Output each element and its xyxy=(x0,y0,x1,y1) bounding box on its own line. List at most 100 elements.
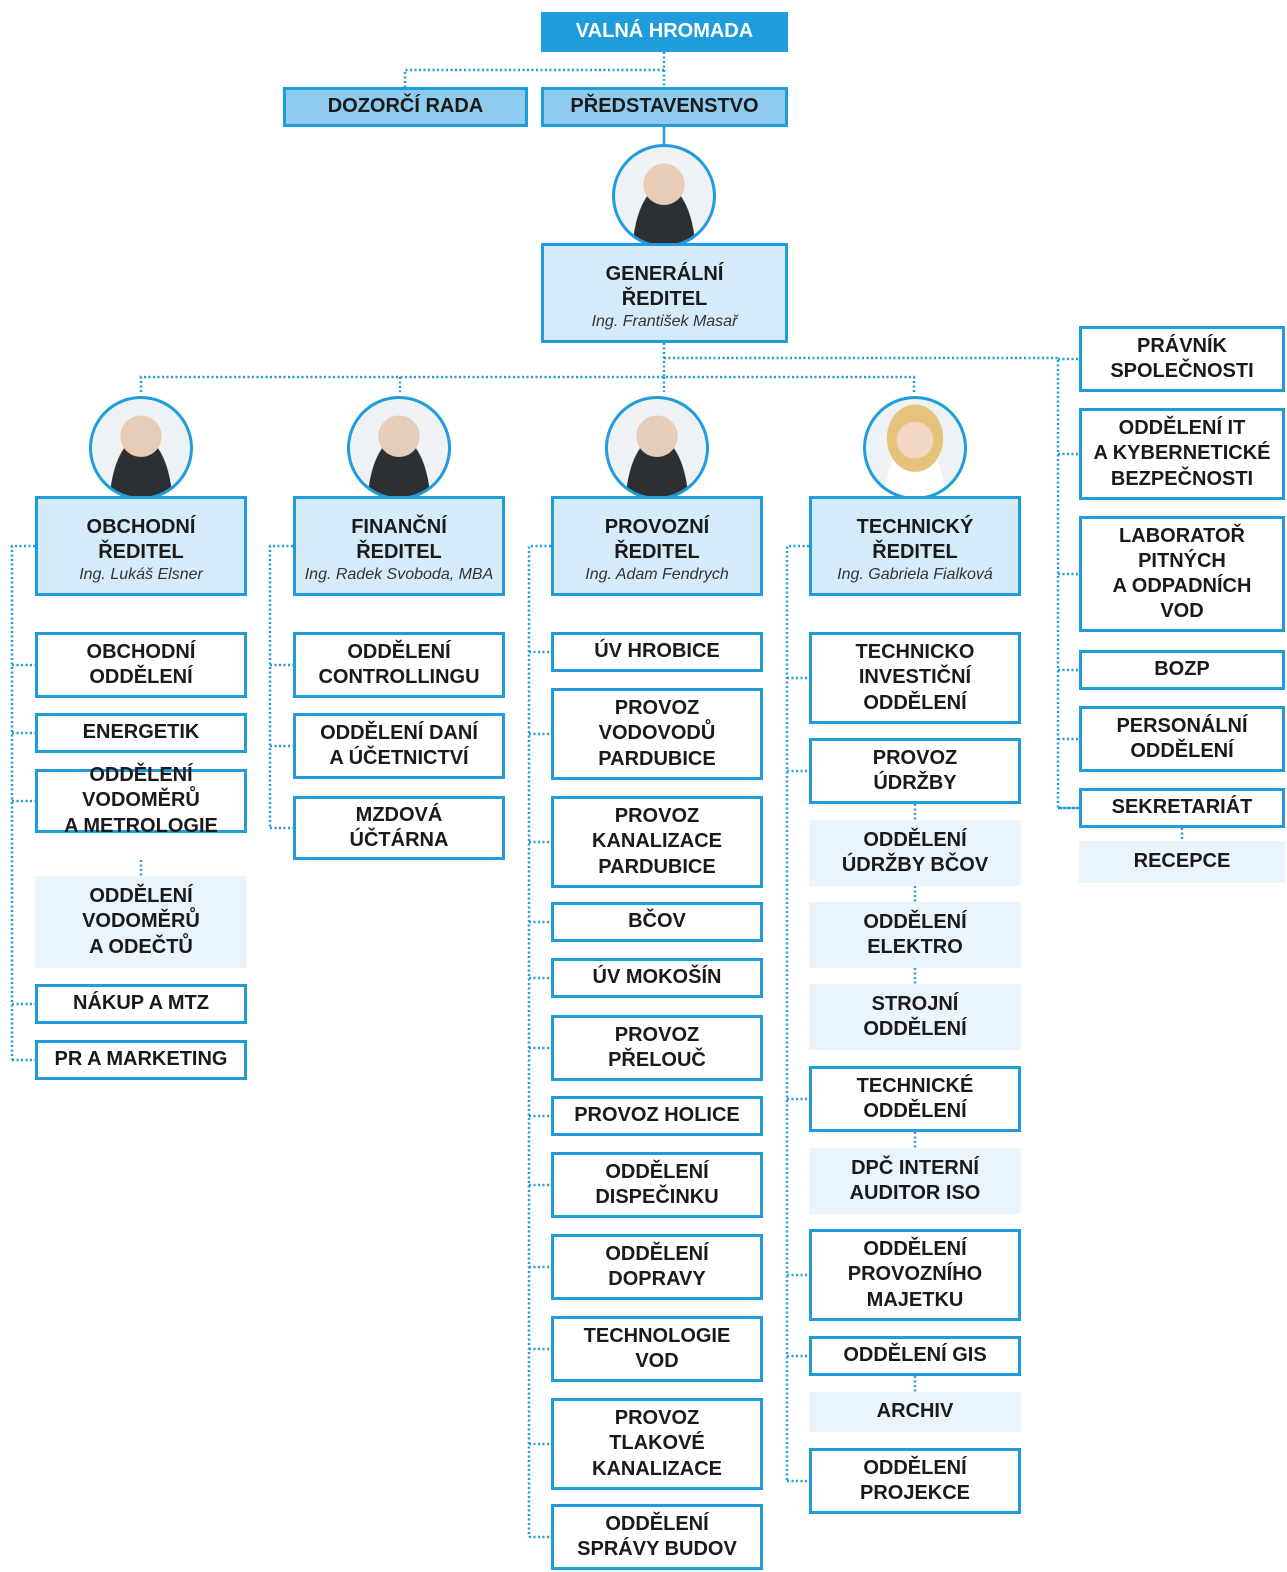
staff-unit-2: ODDĚLENÍ IT A KYBERNETICKÉ BEZPEČNOSTI xyxy=(1079,408,1285,500)
provozni-unit-7-label: PROVOZ HOLICE xyxy=(574,1104,740,1127)
technicky-unit-5-label: STROJNÍ ODDĚLENÍ xyxy=(863,992,967,1040)
obchodni-spine xyxy=(10,544,35,1060)
director-box-obchodni-label: OBCHODNÍ ŘEDITEL xyxy=(86,515,196,563)
general-director-box-person-name: Ing. František Masař xyxy=(591,312,738,330)
technicky-unit-10: ARCHIV xyxy=(809,1392,1021,1432)
provozni-unit-5-label: ÚV MOKOŠÍN xyxy=(592,966,722,989)
technicky-unit-8-label: ODDĚLENÍ PROVOZNÍHO MAJETKU xyxy=(847,1238,983,1311)
provozni-unit-12-label: ODDĚLENÍ SPRÁVY BUDOV xyxy=(577,1512,737,1560)
provozni-unit-2-label: PROVOZ VODOVODŮ PARDUBICE xyxy=(598,697,716,770)
provozni-unit-4-label: BČOV xyxy=(628,910,686,933)
staff-unit-4-label: BOZP xyxy=(1154,658,1210,681)
staff-unit-7-label: RECEPCE xyxy=(1133,850,1231,873)
provozni-unit-6-label: PROVOZ PŘELOUČ xyxy=(608,1023,706,1071)
staff-unit-3-label: LABORATOŘ PITNÝCH A ODPADNÍCH VOD xyxy=(1112,524,1252,623)
provozni-unit-12: ODDĚLENÍ SPRÁVY BUDOV xyxy=(551,1504,763,1570)
dozorci-rada-box-label: DOZORČÍ RADA xyxy=(327,95,484,118)
staff-unit-5-label: PERSONÁLNÍ ODDĚLENÍ xyxy=(1116,714,1248,762)
staff-unit-5: PERSONÁLNÍ ODDĚLENÍ xyxy=(1079,706,1285,772)
staff-unit-1: PRÁVNÍK SPOLEČNOSTI xyxy=(1079,326,1285,392)
director-photo-2 xyxy=(347,396,451,500)
financni-unit-3: MZDOVÁ ÚČTÁRNA xyxy=(293,796,505,860)
provozni-unit-5: ÚV MOKOŠÍN xyxy=(551,958,763,998)
provozni-unit-2: PROVOZ VODOVODŮ PARDUBICE xyxy=(551,688,763,780)
staff-unit-6-label: SEKRETARIÁT xyxy=(1111,796,1253,819)
valna-hromada-box-label: VALNÁ HROMADA xyxy=(575,20,754,43)
provozni-unit-9: ODDĚLENÍ DOPRAVY xyxy=(551,1234,763,1300)
obchodni-unit-3: ODDĚLENÍ VODOMĚRŮ A METROLOGIE xyxy=(35,764,247,837)
connector-top xyxy=(403,52,666,87)
director-box-technicky-person-name: Ing. Gabriela Fialková xyxy=(837,565,993,583)
technicky-unit-11: ODDĚLENÍ PROJEKCE xyxy=(809,1448,1021,1514)
financni-unit-1-label: ODDĚLENÍ CONTROLLINGU xyxy=(318,640,480,688)
technicky-unit-10-label: ARCHIV xyxy=(876,1400,954,1423)
provozni-unit-11: PROVOZ TLAKOVÉ KANALIZACE xyxy=(551,1398,763,1490)
obchodni-unit-1: OBCHODNÍ ODDĚLENÍ xyxy=(35,632,247,698)
provozni-spine xyxy=(527,544,551,1537)
staff-unit-6: SEKRETARIÁT xyxy=(1079,788,1285,828)
obchodni-unit-2: ENERGETIK xyxy=(35,713,247,753)
general-director-photo xyxy=(612,144,716,248)
staff-unit-7: RECEPCE xyxy=(1079,841,1285,883)
director-box-technicky-label: TECHNICKÝ ŘEDITEL xyxy=(856,515,974,563)
provozni-unit-1: ÚV HROBICE xyxy=(551,632,763,672)
provozni-unit-9-label: ODDĚLENÍ DOPRAVY xyxy=(605,1242,709,1290)
financni-unit-3-label: MZDOVÁ ÚČTÁRNA xyxy=(349,803,449,851)
obchodni-unit-4-label: ODDĚLENÍ VODOMĚRŮ A ODEČTŮ xyxy=(82,885,200,958)
obchodni-unit-4: ODDĚLENÍ VODOMĚRŮ A ODEČTŮ xyxy=(35,876,247,968)
staff-unit-4: BOZP xyxy=(1079,650,1285,690)
technicky-unit-1: TECHNICKO INVESTIČNÍ ODDĚLENÍ xyxy=(809,632,1021,724)
general-director-box-label: GENERÁLNÍ ŘEDITEL xyxy=(605,262,724,310)
director-box-obchodni-person-name: Ing. Lukáš Elsner xyxy=(79,565,203,583)
valna-hromada-box: VALNÁ HROMADA xyxy=(541,12,788,52)
technicky-unit-2-label: PROVOZ ÚDRŽBY xyxy=(872,746,958,794)
staff-unit-1-label: PRÁVNÍK SPOLEČNOSTI xyxy=(1110,334,1254,382)
financni-unit-1: ODDĚLENÍ CONTROLLINGU xyxy=(293,632,505,698)
director-box-provozni: PROVOZNÍ ŘEDITEL Ing. Adam Fendrych xyxy=(551,496,763,596)
technicky-unit-5: STROJNÍ ODDĚLENÍ xyxy=(809,984,1021,1050)
provozni-unit-8-label: ODDĚLENÍ DISPEČINKU xyxy=(595,1160,719,1208)
connector-main-h xyxy=(139,375,916,392)
obchodni-unit-2-label: ENERGETIK xyxy=(82,721,200,744)
provozni-unit-7: PROVOZ HOLICE xyxy=(551,1096,763,1136)
financni-unit-2-label: ODDĚLENÍ DANÍ A ÚČETNICTVÍ xyxy=(320,721,478,769)
director-photo-4 xyxy=(863,396,967,500)
obchodni-unit-5-label: NÁKUP A MTZ xyxy=(73,992,209,1015)
provozni-unit-1-label: ÚV HROBICE xyxy=(594,640,720,663)
director-box-provozni-person-name: Ing. Adam Fendrych xyxy=(585,565,729,583)
technicky-unit-7: DPČ INTERNÍ AUDITOR ISO xyxy=(809,1148,1021,1214)
director-box-technicky: TECHNICKÝ ŘEDITEL Ing. Gabriela Fialková xyxy=(809,496,1021,596)
director-box-obchodni: OBCHODNÍ ŘEDITEL Ing. Lukáš Elsner xyxy=(35,496,247,596)
provozni-unit-4: BČOV xyxy=(551,902,763,942)
technicky-unit-6-label: TECHNICKÉ ODDĚLENÍ xyxy=(856,1074,974,1122)
obchodni-unit-6: PR A MARKETING xyxy=(35,1040,247,1080)
provozni-unit-3-label: PROVOZ KANALIZACE PARDUBICE xyxy=(592,805,722,878)
general-director-box: GENERÁLNÍ ŘEDITEL Ing. František Masař xyxy=(541,243,788,343)
dozorci-rada-box: DOZORČÍ RADA xyxy=(283,87,528,127)
provozni-unit-6: PROVOZ PŘELOUČ xyxy=(551,1015,763,1081)
technicky-unit-4: ODDĚLENÍ ELEKTRO xyxy=(809,902,1021,968)
technicky-unit-8: ODDĚLENÍ PROVOZNÍHO MAJETKU xyxy=(809,1229,1021,1321)
obchodni-unit-5: NÁKUP A MTZ xyxy=(35,984,247,1024)
predstavenstvo-box: PŘEDSTAVENSTVO xyxy=(541,87,788,127)
director-box-financni-person-name: Ing. Radek Svoboda, MBA xyxy=(304,565,494,583)
director-photo-1 xyxy=(89,396,193,500)
technicky-unit-9-label: ODDĚLENÍ GIS xyxy=(843,1344,987,1367)
provozni-unit-11-label: PROVOZ TLAKOVÉ KANALIZACE xyxy=(592,1407,722,1480)
obchodni-unit-3-label: ODDĚLENÍ VODOMĚRŮ A METROLOGIE xyxy=(64,764,218,837)
staff-unit-3: LABORATOŘ PITNÝCH A ODPADNÍCH VOD xyxy=(1079,516,1285,632)
technicky-unit-9: ODDĚLENÍ GIS xyxy=(809,1336,1021,1376)
technicky-unit-2: PROVOZ ÚDRŽBY xyxy=(809,738,1021,804)
technicky-spine xyxy=(785,544,809,1481)
technicky-unit-3: ODDĚLENÍ ÚDRŽBY BČOV xyxy=(809,820,1021,886)
technicky-unit-11-label: ODDĚLENÍ PROJEKCE xyxy=(859,1456,971,1504)
director-box-provozni-label: PROVOZNÍ ŘEDITEL xyxy=(604,515,710,563)
provozni-unit-10: TECHNOLOGIE VOD xyxy=(551,1316,763,1382)
technicky-unit-1-label: TECHNICKO INVESTIČNÍ ODDĚLENÍ xyxy=(855,641,975,714)
technicky-unit-7-label: DPČ INTERNÍ AUDITOR ISO xyxy=(849,1156,981,1204)
financni-unit-2: ODDĚLENÍ DANÍ A ÚČETNICTVÍ xyxy=(293,713,505,779)
technicky-unit-3-label: ODDĚLENÍ ÚDRŽBY BČOV xyxy=(841,828,989,876)
technicky-unit-6: TECHNICKÉ ODDĚLENÍ xyxy=(809,1066,1021,1132)
